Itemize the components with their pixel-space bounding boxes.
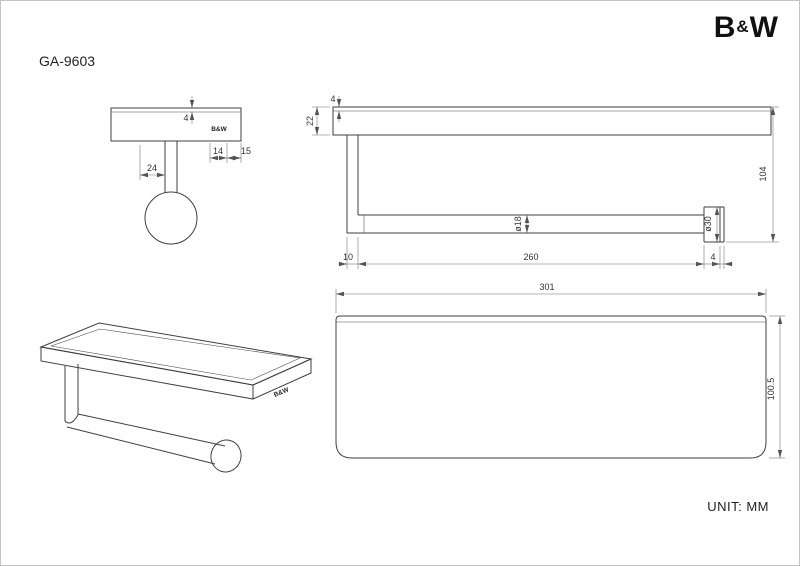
isometric-view: B&W [39,322,313,473]
iso-post [64,364,79,424]
top-dim-301-label: 301 [539,282,554,292]
side-shelf-profile [110,107,242,142]
front-dim-260-label: 260 [523,252,538,262]
side-dim-14-label: 14 [213,146,223,156]
top-view: 301 100.5 [335,282,785,459]
unit-note: UNIT: MM [707,499,769,514]
front-dim-d30-label: ø30 [703,216,713,232]
side-dim-14-15: 14 15 [209,143,251,163]
front-dim-22: 22 [305,106,330,136]
top-dim-301: 301 [335,282,767,313]
top-shelf-outline [335,315,767,459]
front-dim-10-label: 10 [343,252,353,262]
front-wall-flange [703,206,725,243]
side-view: B&W 4 24 14 15 [110,96,251,245]
iso-glass-inset [50,328,301,381]
side-dim-24-label: 24 [147,163,157,173]
front-view: 22 4 104 ø18 ø30 [305,94,779,269]
front-dim-104: 104 [726,106,779,243]
side-roller-endcap-circle [144,191,198,245]
iso-shelf-front-face [40,346,254,400]
front-dim-glass-label: 4 [330,94,335,104]
iso-shelf-right-face [252,358,312,400]
side-dim-24: 24 [139,145,165,180]
brand-ampersand: & [736,17,750,36]
iso-roller-bar [66,413,242,473]
front-dim-4-label: 4 [710,252,715,262]
side-dim-15-label: 15 [241,146,251,156]
front-bottom-dims: 10 260 4 [338,237,733,269]
brand-letter-w: W [749,11,779,44]
side-dim-glass-label: 4 [183,113,188,123]
brand-letter-b: B [713,11,737,44]
iso-logo: B&W [273,386,291,399]
side-logo: B&W [211,126,227,133]
brand-logo: B&W [714,11,779,45]
side-dim-glass: 4 [183,96,195,124]
top-dim-100-5: 100.5 [766,315,785,459]
front-dim-bar-diameter: ø18 [513,215,530,233]
front-dim-d18-label: ø18 [513,216,523,232]
front-dim-glass: 4 [330,94,342,122]
model-number: GA-9603 [39,53,96,69]
iso-roller-endcap [210,439,242,473]
front-dim-flange-diameter: ø30 [703,207,720,242]
top-dim-100-5-label: 100.5 [766,378,776,401]
front-dim-22-label: 22 [305,116,315,126]
front-dim-104-label: 104 [758,166,768,181]
